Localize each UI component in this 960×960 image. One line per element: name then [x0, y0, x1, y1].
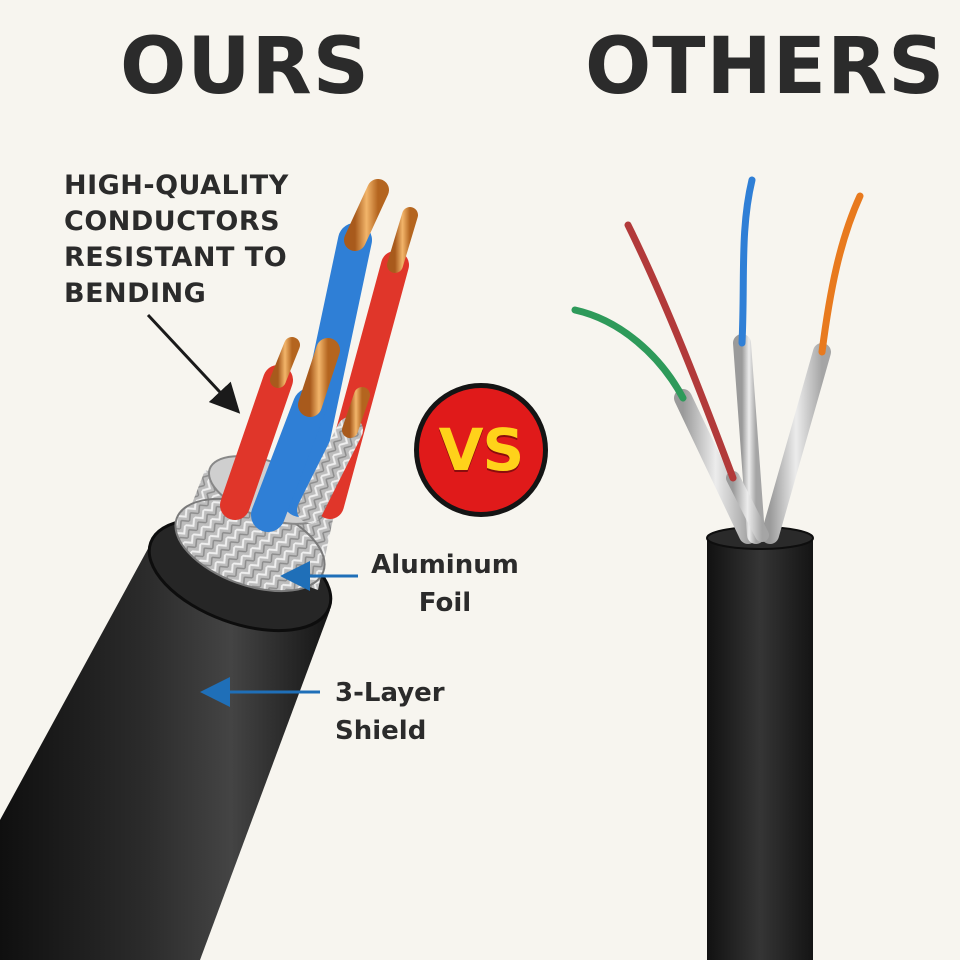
conductors-line: BENDING: [64, 278, 207, 309]
foil-line: Foil: [418, 588, 472, 618]
conductors-arrow: [146, 313, 241, 414]
shield-line: 3-Layer: [335, 678, 445, 708]
others-cable-jacket: [706, 526, 814, 960]
foil-line: Aluminum: [371, 550, 519, 580]
conductors-line: CONDUCTORS: [64, 206, 281, 237]
heading-ours: OURS: [120, 22, 370, 112]
vs-badge: VS: [414, 383, 548, 517]
callout-conductors: HIGH-QUALITY CONDUCTORS RESISTANT TO BEN…: [64, 168, 304, 312]
callout-3-layer-shield: 3-Layer Shield: [335, 674, 465, 750]
conductors-line: HIGH-QUALITY: [64, 170, 289, 201]
callout-aluminum-foil: Aluminum Foil: [360, 546, 530, 622]
ours-conductors: [220, 179, 418, 532]
vs-text: VS: [438, 416, 525, 484]
conductors-line: RESISTANT TO: [64, 242, 288, 273]
others-conductors: [571, 176, 864, 544]
heading-others: OTHERS: [585, 22, 946, 112]
shield-line: Shield: [335, 716, 427, 746]
